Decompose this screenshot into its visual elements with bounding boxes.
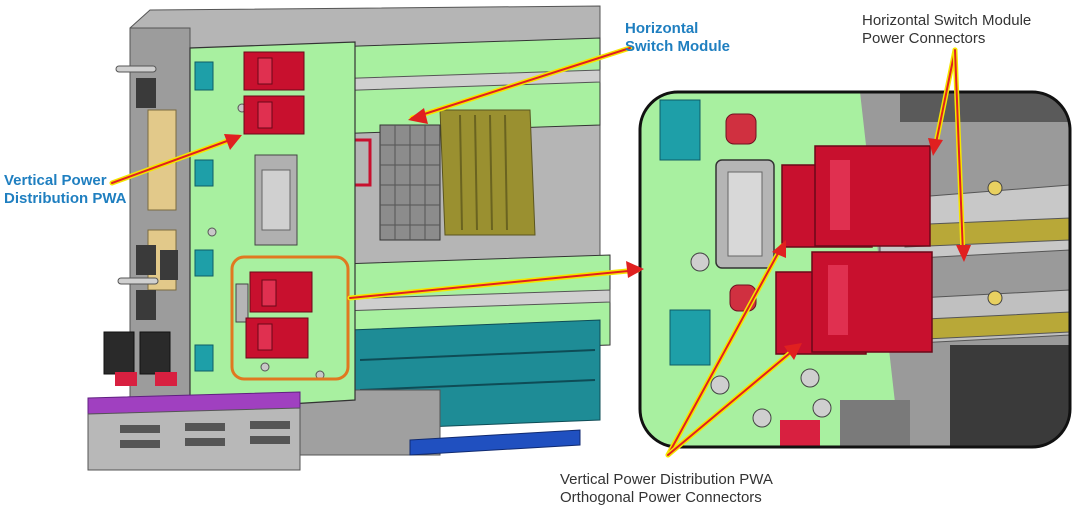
left-column-connectors <box>136 78 178 320</box>
label-vertical-power-distribution-pwa: Vertical Power Distribution PWA <box>4 172 127 208</box>
front-io-modules <box>103 331 171 375</box>
label-vpd-orthogonal-power-connectors: Vertical Power Distribution PWA Orthogon… <box>560 471 773 507</box>
upper-power-connectors <box>243 51 305 135</box>
connector-highlight-box <box>230 255 350 381</box>
label-hsm-power-connectors: Horizontal Switch Module Power Connector… <box>862 12 1031 48</box>
blue-base-rail <box>409 429 581 456</box>
arrow-vertical-pwa <box>109 134 242 186</box>
label-horizontal-switch-module: Horizontal Switch Module <box>625 20 730 56</box>
board-teal-connectors <box>194 61 214 372</box>
label-line: Distribution PWA <box>4 190 127 207</box>
arrow-horizontal-switch-module <box>408 45 633 124</box>
arrows-orthogonal-power-connectors <box>665 240 802 458</box>
lower-power-connectors <box>245 271 313 359</box>
arrows-hsm-power-connectors <box>928 47 971 262</box>
grid-lines <box>380 125 440 240</box>
board-gray-module-inner <box>261 169 291 231</box>
label-line: Switch Module <box>625 38 730 55</box>
guide-pins <box>115 65 159 285</box>
callout-arrows <box>109 45 971 458</box>
front-red-blocks <box>115 372 177 386</box>
heatsink-fins <box>459 114 508 231</box>
arrow-to-inset <box>347 261 644 301</box>
olive-heatsink <box>439 109 536 236</box>
label-line: Horizontal <box>625 20 699 37</box>
label-line: Vertical Power <box>4 172 107 189</box>
label-line: Power Connectors <box>862 30 986 47</box>
label-line: Vertical Power Distribution PWA <box>560 471 773 488</box>
teal-card-lines <box>359 349 596 391</box>
board-small-gray-part <box>235 283 249 323</box>
label-line: Orthogonal Power Connectors <box>560 489 762 506</box>
label-line: Horizontal Switch Module <box>862 12 1032 29</box>
main-assembly <box>87 5 611 471</box>
faceplate-vents <box>120 421 290 448</box>
zoom-inset <box>638 90 1072 449</box>
